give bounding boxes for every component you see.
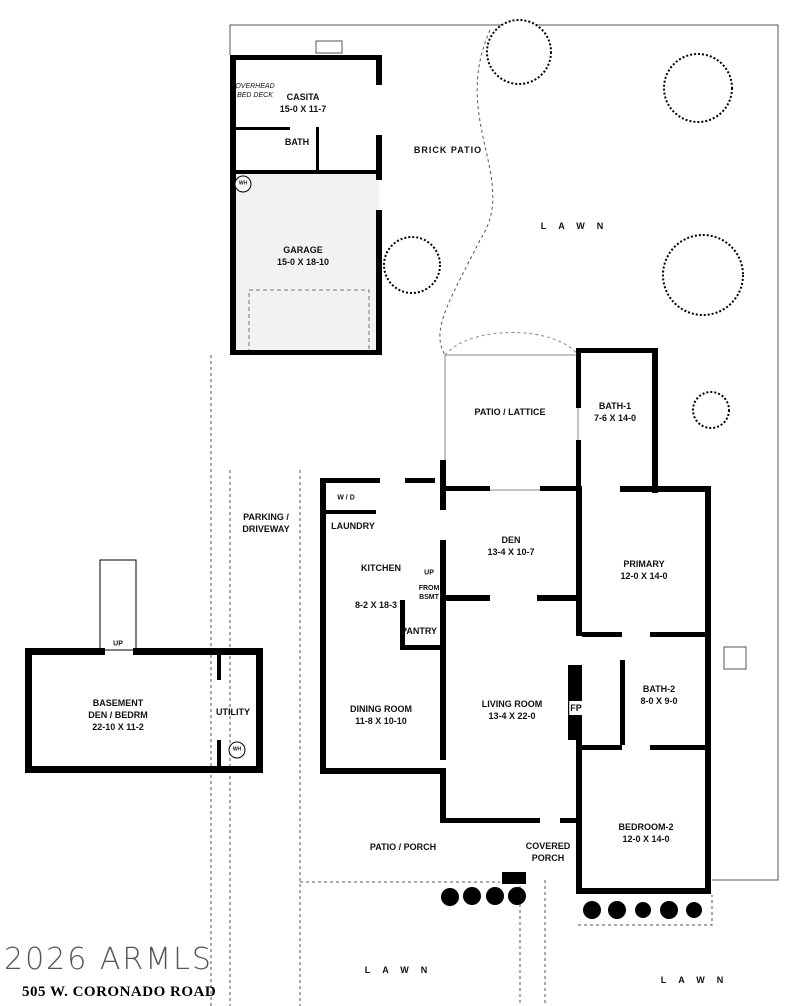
room-name: DINING ROOM bbox=[350, 704, 412, 714]
room-dimensions: 22-10 X 11-2 bbox=[92, 722, 144, 732]
room-dimensions: 8-0 X 9-0 bbox=[640, 696, 678, 706]
room-den: DEN 13-4 X 10-7 bbox=[487, 534, 534, 558]
covered-porch-label: COVERED PORCH bbox=[525, 841, 571, 863]
property-address: 505 W. CORONADO ROAD bbox=[22, 984, 217, 1000]
room-name: PRIMARY bbox=[623, 559, 665, 569]
room-bath-1: BATH-1 7-6 X 14-0 bbox=[594, 400, 636, 424]
room-dimensions: 13-4 X 22-0 bbox=[488, 711, 536, 721]
room-dimensions: 15-0 X 11-7 bbox=[279, 104, 327, 114]
patio-lattice bbox=[444, 332, 579, 491]
room-dimensions: 7-6 X 14-0 bbox=[593, 413, 637, 423]
brick-patio-label: BRICK PATIO bbox=[413, 145, 483, 155]
basement-water-heater-label: WH bbox=[232, 746, 242, 753]
room-name: GARAGE bbox=[283, 245, 323, 255]
room-dimensions: 12-0 X 14-0 bbox=[622, 834, 670, 844]
room-dimensions: 11-8 X 10-10 bbox=[355, 716, 407, 726]
room-name: BATH-2 bbox=[642, 684, 676, 694]
room-name: BASEMENT bbox=[92, 698, 144, 708]
room-casita: CASITA 15-0 X 11-7 bbox=[280, 91, 327, 115]
property-boundary bbox=[210, 24, 779, 1006]
main-house-walls bbox=[320, 348, 711, 894]
trees bbox=[383, 19, 744, 429]
room-pantry: PANTRY bbox=[401, 626, 437, 636]
basement bbox=[25, 559, 263, 773]
room-utility: UTILITY bbox=[216, 707, 250, 717]
room-garage: GARAGE 15-0 X 18-10 bbox=[277, 244, 329, 268]
patio-porch-label: PATIO / PORCH bbox=[369, 842, 437, 852]
room-primary: PRIMARY 12-0 X 14-0 bbox=[620, 558, 667, 582]
room-name: BATH-1 bbox=[598, 401, 632, 411]
shrubs bbox=[441, 887, 702, 919]
room-laundry: LAUNDRY bbox=[331, 521, 375, 531]
back-lawn-label: LAWN bbox=[540, 221, 616, 231]
parking-driveway-label: PARKING / DRIVEWAY bbox=[242, 512, 290, 534]
room-name: DEN bbox=[501, 535, 521, 545]
room-casita-bath: BATH bbox=[284, 137, 310, 147]
fireplace-label: FP bbox=[569, 701, 583, 715]
room-kitchen-dimensions: 8-2 X 18-3 bbox=[354, 600, 398, 610]
from-basement-label: FROM BSMT bbox=[418, 585, 440, 601]
room-dining: DINING ROOM 11-8 X 10-10 bbox=[350, 703, 412, 727]
basement-stairs-up-label: UP bbox=[113, 640, 123, 648]
water-heater-label: WH bbox=[238, 180, 248, 187]
garage-casita bbox=[230, 55, 382, 355]
stairs-up-label: UP bbox=[424, 569, 434, 577]
front-lawn-left-label: LAWN bbox=[364, 965, 440, 975]
room-bath-2: BATH-2 8-0 X 9-0 bbox=[640, 683, 677, 707]
room-dimensions: 13-4 X 10-7 bbox=[487, 547, 535, 557]
washer-dryer-label: W / D bbox=[337, 494, 355, 502]
room-name: BEDROOM-2 bbox=[618, 822, 674, 832]
room-name: LIVING ROOM bbox=[481, 699, 543, 709]
room-name: CASITA bbox=[286, 92, 320, 102]
room-basement: BASEMENT DEN / BEDRM 22-10 X 11-2 bbox=[88, 697, 148, 733]
patio-lattice-label: PATIO / LATTICE bbox=[474, 407, 546, 417]
overhead-bed-deck-label: OVERHEAD BED DECK bbox=[235, 83, 275, 99]
room-subname: DEN / BEDRM bbox=[88, 710, 148, 720]
room-dimensions: 12-0 X 14-0 bbox=[620, 571, 668, 581]
room-dimensions: 15-0 X 18-10 bbox=[276, 257, 330, 267]
room-living: LIVING ROOM 13-4 X 22-0 bbox=[482, 698, 543, 722]
room-kitchen-name: KITCHEN bbox=[361, 563, 401, 573]
room-bedroom-2: BEDROOM-2 12-0 X 14-0 bbox=[618, 821, 673, 845]
front-lawn-right-label: LAWN bbox=[660, 975, 736, 985]
armls-watermark: 2026 ARMLS bbox=[4, 942, 213, 977]
